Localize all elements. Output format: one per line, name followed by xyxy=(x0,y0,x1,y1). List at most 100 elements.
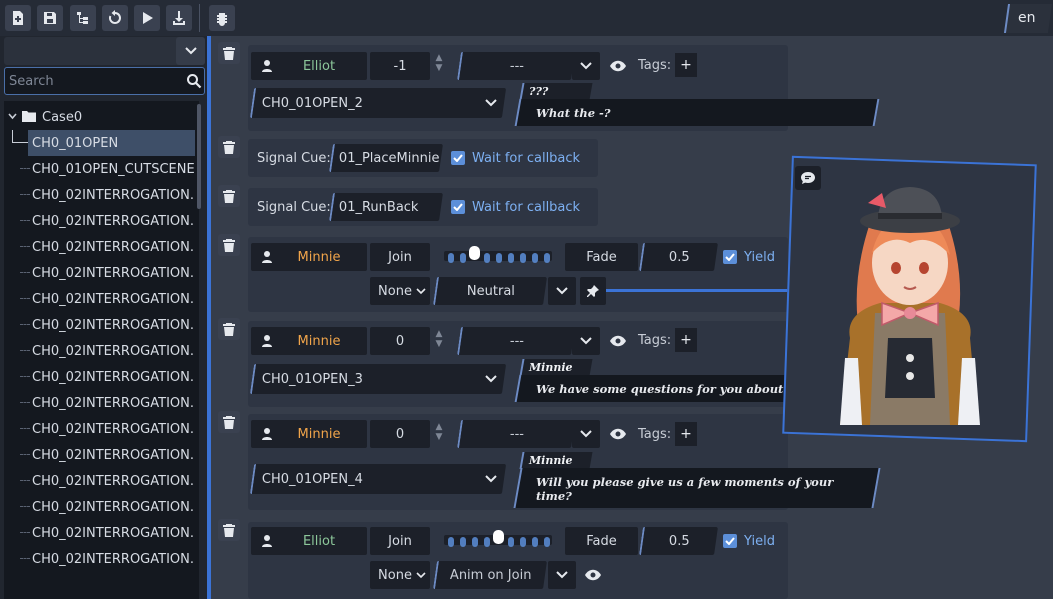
tree-scrollbar[interactable] xyxy=(197,104,201,209)
tree-item[interactable]: CH0_02INTERROGATION... xyxy=(4,546,195,572)
delete-event-button[interactable] xyxy=(218,136,240,158)
tree-item[interactable]: CH0_02INTERROGATION... xyxy=(4,364,195,390)
delete-event-button[interactable] xyxy=(218,234,240,256)
tree-item[interactable]: CH0_02INTERROGATION... xyxy=(4,442,195,468)
slider-slot[interactable] xyxy=(532,537,538,547)
slider-slot[interactable] xyxy=(508,253,514,263)
download-icon[interactable] xyxy=(166,5,192,31)
duration-field[interactable]: 0.5 xyxy=(639,243,718,271)
chevron-down-icon[interactable] xyxy=(572,420,600,448)
eye-icon[interactable] xyxy=(607,55,629,77)
character-selector[interactable]: Elliot xyxy=(251,527,367,555)
yield-label[interactable]: Yield xyxy=(744,250,775,265)
tree-item[interactable]: CH0_02INTERROGATION... xyxy=(4,182,195,208)
slider-slot[interactable] xyxy=(520,253,526,263)
wait-callback-label[interactable]: Wait for callback xyxy=(472,151,581,166)
character-selector[interactable]: Elliot xyxy=(251,52,367,80)
transition-selector[interactable]: Fade xyxy=(565,527,638,555)
tree-item[interactable]: CH0_02INTERROGATION... xyxy=(4,338,195,364)
chevron-down-icon[interactable] xyxy=(485,375,497,383)
duration-field[interactable]: 0.5 xyxy=(639,527,718,555)
add-tag-button[interactable]: + xyxy=(675,328,697,352)
slider-slot[interactable] xyxy=(460,253,466,263)
save-icon[interactable] xyxy=(37,5,63,31)
chevron-down-icon[interactable] xyxy=(416,572,426,579)
tree-item[interactable]: CH0_02INTERROGATION... xyxy=(4,468,195,494)
chevron-down-icon[interactable] xyxy=(8,113,17,121)
delete-event-button[interactable] xyxy=(218,185,240,207)
action-selector[interactable]: Join xyxy=(370,243,430,271)
delete-event-button[interactable] xyxy=(218,42,240,64)
eye-icon[interactable] xyxy=(582,564,604,586)
pin-icon[interactable] xyxy=(580,277,606,305)
chevron-down-icon[interactable] xyxy=(572,327,600,355)
slider-slot[interactable] xyxy=(460,537,466,547)
panel-divider[interactable] xyxy=(207,36,211,599)
signal-input[interactable]: 01_RunBack xyxy=(329,193,443,221)
action-selector[interactable]: Join xyxy=(370,527,430,555)
wait-callback-checkbox[interactable] xyxy=(451,151,465,165)
refresh-icon[interactable] xyxy=(102,5,128,31)
tree-item[interactable]: CH0_02INTERROGATION... xyxy=(4,234,195,260)
line-id-selector[interactable]: CH0_01OPEN_3 xyxy=(249,364,507,394)
wait-callback-checkbox[interactable] xyxy=(451,200,465,214)
eye-icon[interactable] xyxy=(607,423,629,445)
slider-slot[interactable] xyxy=(448,253,454,263)
tree-item[interactable]: CH0_01OPEN_CUTSCENE xyxy=(4,156,195,182)
slider-slot[interactable] xyxy=(544,537,550,547)
chevron-down-icon[interactable] xyxy=(572,52,600,80)
index-field[interactable]: 0 xyxy=(370,327,430,355)
slider-slot[interactable] xyxy=(496,253,502,263)
tree-folder[interactable]: Case0 xyxy=(4,104,195,130)
spin-arrows-icon[interactable]: ▲▼ xyxy=(435,329,443,349)
index-field[interactable]: 0 xyxy=(370,420,430,448)
tree-item[interactable]: CH0_02INTERROGATION... xyxy=(4,416,195,442)
portrait-selector[interactable]: Neutral xyxy=(433,277,547,305)
tree-item[interactable]: CH0_02INTERROGATION... xyxy=(4,312,195,338)
new-file-icon[interactable] xyxy=(5,5,31,31)
slider-slot[interactable] xyxy=(508,537,514,547)
spin-arrows-icon[interactable]: ▲▼ xyxy=(435,422,443,442)
yield-label[interactable]: Yield xyxy=(744,534,775,549)
chat-bubble-icon[interactable] xyxy=(795,166,821,190)
play-icon[interactable] xyxy=(134,5,160,31)
chevron-down-icon[interactable] xyxy=(416,288,426,295)
yield-checkbox[interactable] xyxy=(723,534,737,548)
eye-icon[interactable] xyxy=(607,330,629,352)
slider-slot[interactable] xyxy=(484,537,490,547)
line-id-selector[interactable]: CH0_01OPEN_2 xyxy=(249,88,507,118)
slider-slot[interactable] xyxy=(484,253,490,263)
portrait-selector[interactable]: --- xyxy=(457,52,575,80)
character-selector[interactable]: Minnie xyxy=(251,243,367,271)
slider-slot[interactable] xyxy=(472,537,478,547)
character-selector[interactable]: Minnie xyxy=(251,327,367,355)
slider-handle[interactable] xyxy=(469,246,480,260)
tree-item[interactable]: CH0_02INTERROGATION... xyxy=(4,520,195,546)
yield-checkbox[interactable] xyxy=(723,250,737,264)
chevron-down-icon[interactable] xyxy=(548,561,576,589)
delete-event-button[interactable] xyxy=(218,411,240,433)
hierarchy-icon[interactable] xyxy=(70,5,96,31)
delete-event-button[interactable] xyxy=(218,318,240,340)
tree-item[interactable]: CH0_02INTERROGATION... xyxy=(4,260,195,286)
spin-arrows-icon[interactable]: ▲▼ xyxy=(435,53,443,73)
slider-slot[interactable] xyxy=(532,253,538,263)
tree-item[interactable]: CH0_02INTERROGATION... xyxy=(4,208,195,234)
chevron-down-icon[interactable] xyxy=(176,37,205,65)
transition-selector[interactable]: Fade xyxy=(565,243,638,271)
wait-callback-label[interactable]: Wait for callback xyxy=(472,200,581,215)
chevron-down-icon[interactable] xyxy=(485,475,497,483)
slider-handle[interactable] xyxy=(493,530,504,544)
tree-item[interactable]: CH0_02INTERROGATION... xyxy=(4,286,195,312)
search-icon[interactable] xyxy=(186,73,202,89)
timeline-dropdown[interactable] xyxy=(4,37,205,65)
signal-input[interactable]: 01_PlaceMinnie xyxy=(329,144,443,172)
search-input[interactable] xyxy=(5,68,183,94)
add-tag-button[interactable]: + xyxy=(675,53,697,77)
delete-event-button[interactable] xyxy=(218,519,240,541)
index-field[interactable]: -1 xyxy=(370,52,430,80)
tree-item[interactable]: CH0_02INTERROGATION... xyxy=(4,494,195,520)
slider-slot[interactable] xyxy=(544,253,550,263)
tree-item[interactable]: CH0_02INTERROGATION... xyxy=(4,390,195,416)
portrait-selector[interactable]: --- xyxy=(457,327,575,355)
